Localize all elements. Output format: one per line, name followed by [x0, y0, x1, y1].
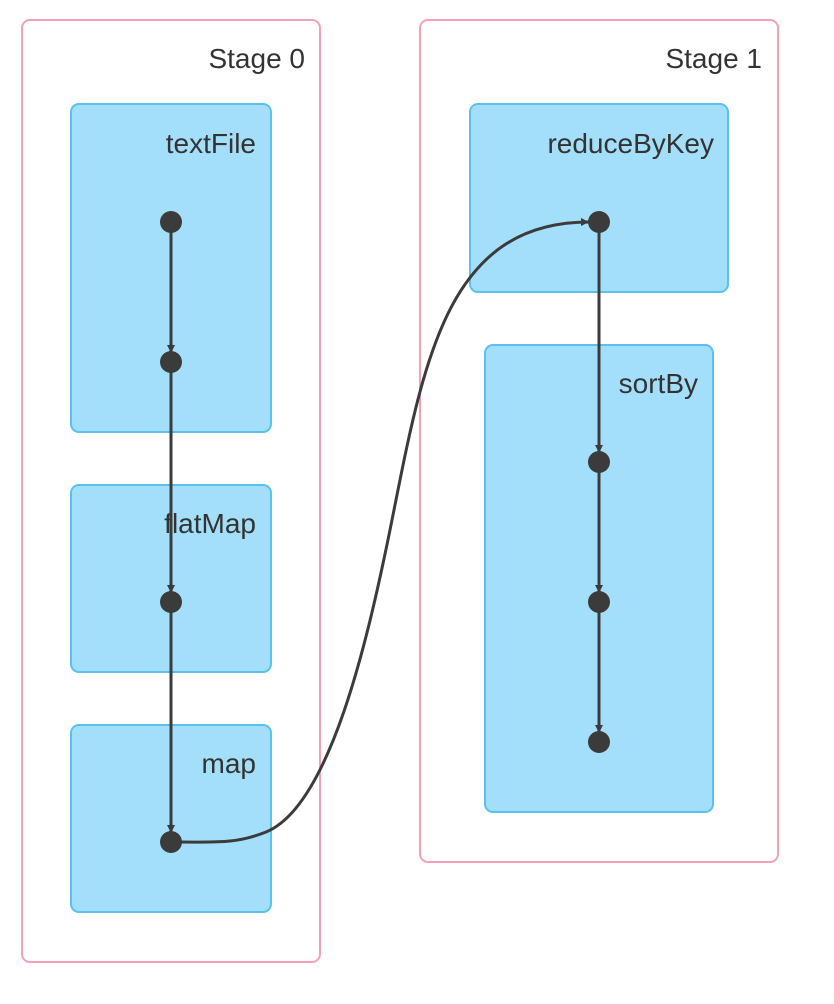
operation-map-label: map	[202, 748, 256, 779]
node-sortby-1[interactable]	[588, 451, 610, 473]
edges	[167, 218, 603, 844]
operation-reducebykey[interactable]: reduceByKey	[469, 103, 729, 293]
node-textfile-1[interactable]	[160, 211, 182, 233]
node-sortby-3[interactable]	[588, 731, 610, 753]
operation-reducebykey-label: reduceByKey	[547, 128, 714, 159]
node-textfile-2[interactable]	[160, 351, 182, 373]
operation-textfile-label: textFile	[166, 128, 256, 159]
stage-1-label: Stage 1	[665, 43, 762, 74]
node-map[interactable]	[160, 831, 182, 853]
nodes	[160, 211, 610, 853]
node-sortby-2[interactable]	[588, 591, 610, 613]
stage-0-label: Stage 0	[208, 43, 305, 74]
operation-sortby-label: sortBy	[619, 368, 698, 399]
node-reducebykey[interactable]	[588, 211, 610, 233]
operation-flatmap-label: flatMap	[164, 508, 256, 539]
edge-map-to-reducebykey	[179, 218, 590, 844]
node-flatmap[interactable]	[160, 591, 182, 613]
